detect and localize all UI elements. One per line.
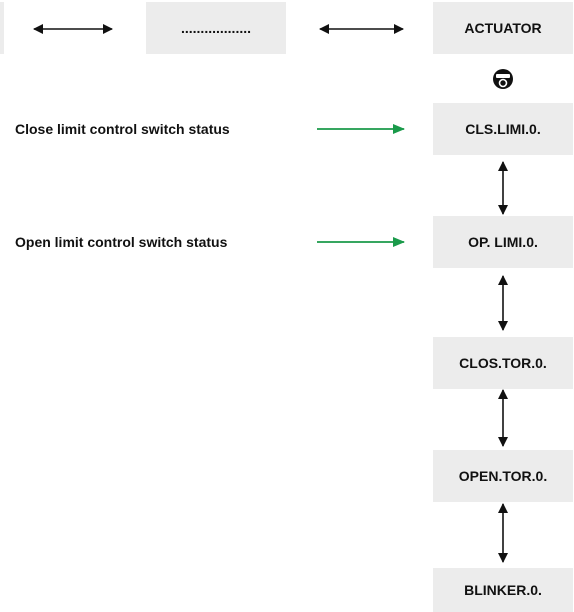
open-limit-label: Open limit control switch status	[15, 234, 228, 250]
rotate-key-icon	[493, 69, 513, 89]
menu-item-open-torque: OPEN.TOR.0.	[433, 450, 573, 502]
menu-item-label: OPEN.TOR.0.	[458, 468, 548, 484]
close-limit-label: Close limit control switch status	[15, 121, 230, 137]
menu-item-open-limit: OP. LIMI.0.	[433, 216, 573, 268]
menu-item-label: CLS.LIMI.0.	[465, 121, 541, 137]
placeholder-text: ..................	[180, 20, 251, 36]
menu-item-label: CLOS.TOR.0.	[459, 355, 547, 371]
left-edge-box	[0, 2, 4, 54]
actuator-label: ACTUATOR	[464, 20, 542, 36]
menu-item-label: OP. LIMI.0.	[468, 234, 538, 250]
menu-item-close-torque: CLOS.TOR.0.	[433, 337, 573, 389]
placeholder-box: ..................	[146, 2, 286, 54]
actuator-box: ACTUATOR	[433, 2, 573, 54]
menu-item-label: BLINKER.0.	[464, 582, 542, 598]
menu-item-close-limit: CLS.LIMI.0.	[433, 103, 573, 155]
menu-item-blinker: BLINKER.0.	[433, 568, 573, 612]
